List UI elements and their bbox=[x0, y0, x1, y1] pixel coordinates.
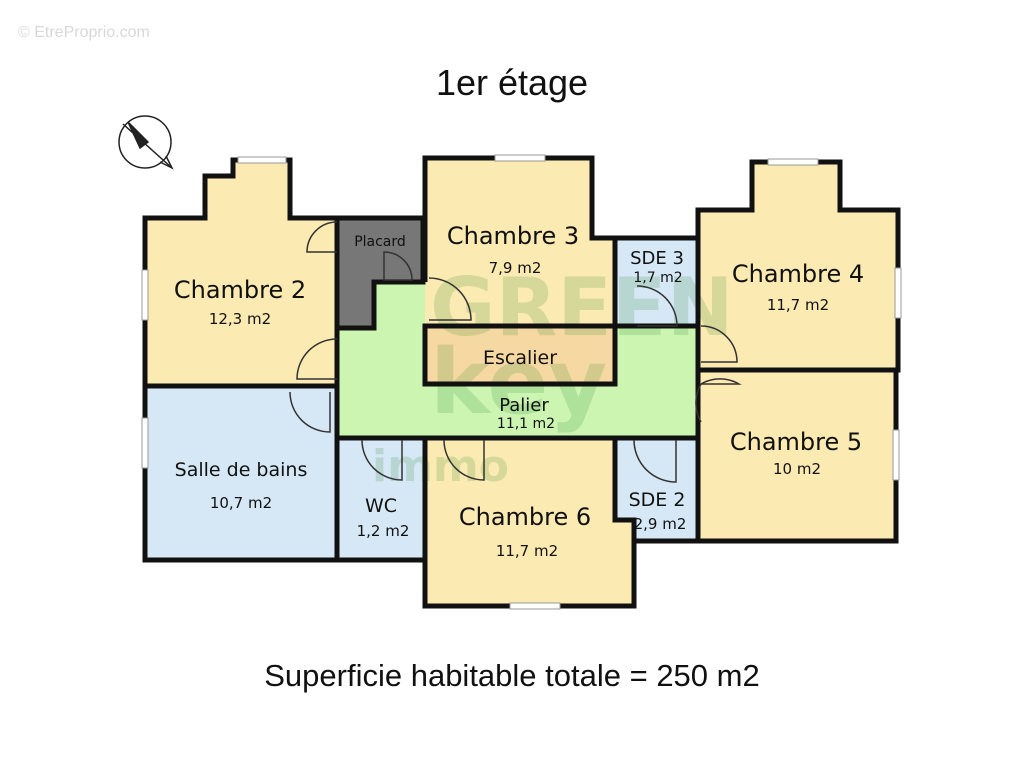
room-sde-2 bbox=[615, 438, 698, 541]
chambre-6-name: Chambre 6 bbox=[459, 503, 591, 531]
chambre-4-area: 11,7 m2 bbox=[767, 296, 829, 314]
room-wc bbox=[337, 438, 425, 560]
chambre-5-area: 10 m2 bbox=[773, 460, 821, 478]
room-escalier bbox=[425, 328, 615, 384]
wc-area: 1,2 m2 bbox=[357, 522, 410, 540]
placard-name: Placard bbox=[354, 234, 406, 250]
chambre-6-area: 11,7 m2 bbox=[496, 542, 558, 560]
room-placard bbox=[337, 218, 423, 328]
salle-de-bains-name: Salle de bains bbox=[175, 459, 308, 481]
sde-3-name: SDE 3 bbox=[630, 248, 684, 269]
room-labels: Chambre 2 12,3 m2 Placard Chambre 3 7,9 … bbox=[174, 222, 864, 560]
chambre-4-name: Chambre 4 bbox=[732, 260, 864, 288]
north-arrow-icon bbox=[118, 115, 174, 170]
room-chambre-5 bbox=[698, 370, 896, 541]
doors bbox=[289, 221, 742, 483]
chambre-2-area: 12,3 m2 bbox=[209, 310, 271, 328]
sde-2-name: SDE 2 bbox=[629, 489, 686, 511]
total-area-caption: Superficie habitable totale = 250 m2 bbox=[264, 658, 760, 693]
room-salle-de-bains bbox=[145, 386, 337, 560]
chambre-2-name: Chambre 2 bbox=[174, 276, 306, 304]
sde-3-area: 1,7 m2 bbox=[633, 270, 682, 286]
escalier-name: Escalier bbox=[483, 347, 557, 369]
floor-title: 1er étage bbox=[435, 62, 589, 103]
room-chambre-4 bbox=[698, 162, 898, 370]
sde-2-area: 2,9 m2 bbox=[634, 515, 687, 533]
chambre-5-name: Chambre 5 bbox=[730, 428, 862, 456]
wc-name: WC bbox=[365, 495, 397, 517]
room-sde-3 bbox=[615, 238, 698, 326]
chambre-3-name: Chambre 3 bbox=[447, 222, 579, 250]
salle-de-bains-area: 10,7 m2 bbox=[210, 494, 272, 512]
room-chambre-3 bbox=[425, 158, 615, 326]
copyright-watermark: © EtreProprio.com bbox=[18, 24, 150, 41]
chambre-3-area: 7,9 m2 bbox=[489, 259, 542, 277]
palier-area: 11,1 m2 bbox=[497, 416, 555, 432]
palier-name: Palier bbox=[499, 395, 549, 416]
windows bbox=[141, 154, 902, 610]
